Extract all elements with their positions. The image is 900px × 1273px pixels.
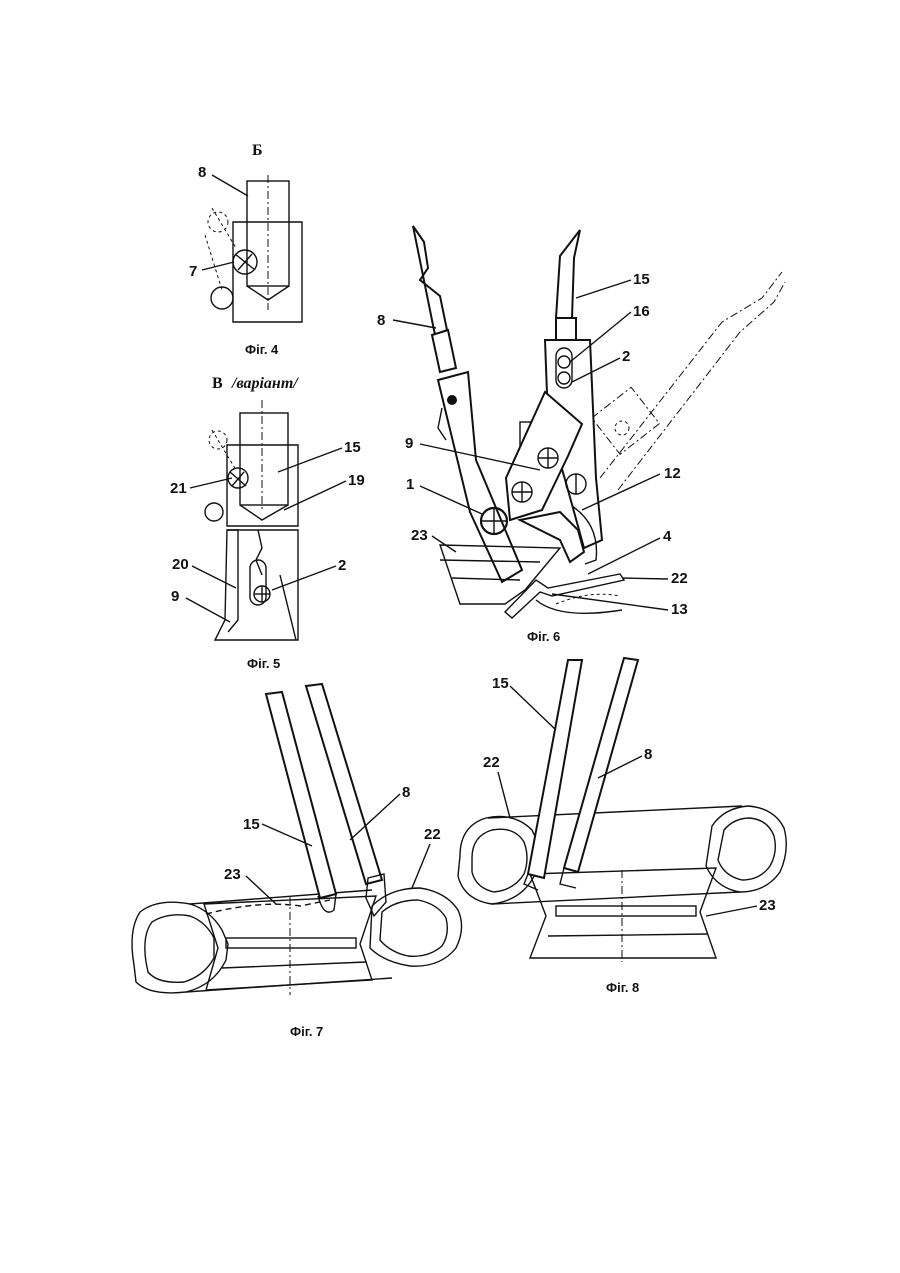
fig6-right-handle: [556, 230, 580, 318]
fig7-caption: Фiг. 7: [290, 1024, 323, 1039]
fig8-label-15: 15: [492, 675, 509, 692]
figure-4: Б 8 7 Фiг. 4: [189, 142, 302, 357]
fig4-view-letter: Б: [252, 142, 263, 159]
figure-8: 15 22 8 23 Фiг. 8: [458, 658, 786, 995]
fig6-ghost-arm: [600, 272, 782, 478]
fig8-label-22: 22: [483, 754, 500, 771]
fig6-label-15: 15: [633, 271, 650, 288]
fig6-label-9: 9: [405, 435, 413, 452]
figure-5: В /варiант/ 15 21 19 20 2 9 Фiг. 5: [170, 375, 365, 671]
fig6-label-1: 1: [406, 476, 414, 493]
fig4-label-8: 8: [198, 164, 206, 181]
fig8-tire-right: [706, 806, 786, 892]
fig7-label-8: 8: [402, 784, 410, 801]
fig6-label-2: 2: [622, 348, 630, 365]
fig5-caption: Фiг. 5: [247, 656, 280, 671]
fig6-label-4: 4: [663, 528, 672, 545]
fig4-caption: Фiг. 4: [245, 342, 279, 357]
fig6-label-22: 22: [671, 570, 688, 587]
fig6-label-8: 8: [377, 312, 385, 329]
fig5-label-19: 19: [348, 472, 365, 489]
fig5-view-letter: В: [212, 375, 223, 392]
fig6-label-23: 23: [411, 527, 428, 544]
fig7-label-22: 22: [424, 826, 441, 843]
fig5-label-9: 9: [171, 588, 179, 605]
fig5-label-2: 2: [338, 557, 346, 574]
fig5-rod: [240, 413, 288, 505]
fig4-label-7: 7: [189, 263, 197, 280]
fig7-label-15: 15: [243, 816, 260, 833]
fig5-label-20: 20: [172, 556, 189, 573]
fig6-label-12: 12: [664, 465, 681, 482]
fig6-label-13: 13: [671, 601, 688, 618]
fig7-rim: [204, 896, 376, 990]
fig5-view-note: /варiант/: [231, 375, 299, 392]
fig6-label-16: 16: [633, 303, 650, 320]
fig6-left-handle: [413, 226, 447, 335]
fig5-label-15: 15: [344, 439, 361, 456]
fig5-label-21: 21: [170, 480, 187, 497]
fig8-caption: Фiг. 8: [606, 980, 639, 995]
fig6-hook: [520, 512, 584, 562]
fig8-label-8: 8: [644, 746, 652, 763]
fig7-label-23: 23: [224, 866, 241, 883]
figure-7: 15 8 23 22 Фiг. 7: [132, 684, 462, 1039]
fig8-label-23: 23: [759, 897, 776, 914]
figure-6: 15 16 8 2 9 12 1 23 4 22 13 Фiг. 6: [377, 226, 785, 644]
fig8-rim: [530, 868, 716, 958]
fig6-caption: Фiг. 6: [527, 629, 560, 644]
